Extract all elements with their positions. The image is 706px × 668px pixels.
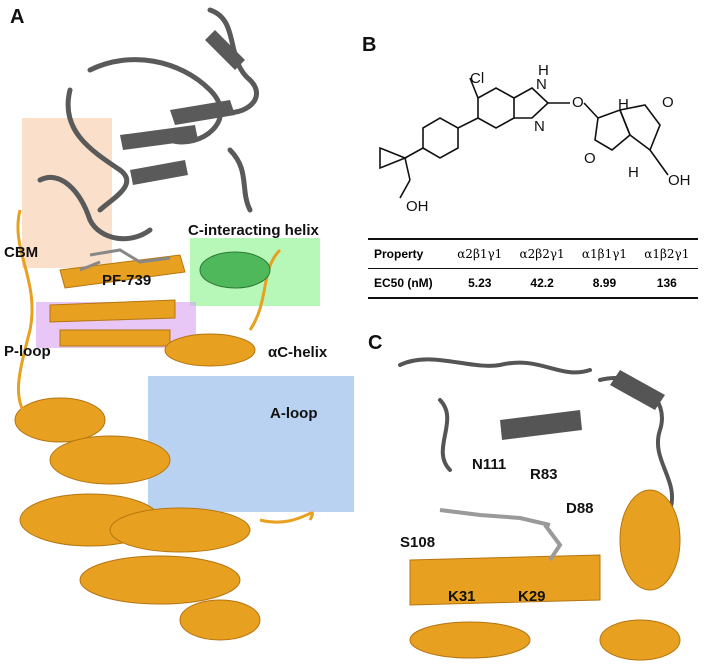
table-row: EC50 (nM) 5.23 42.2 8.99 136: [368, 268, 698, 299]
ring-oxygen-1: O: [662, 94, 674, 111]
table-cell: 42.2: [510, 268, 574, 299]
hydroxyl-1: OH: [668, 172, 691, 189]
ring-oxygen-2: O: [584, 150, 596, 167]
a-loop-label: A-loop: [270, 405, 318, 422]
p-loop-label: P-loop: [4, 343, 51, 360]
table-cell: 8.99: [573, 268, 636, 299]
panel-letter-c: C: [368, 332, 383, 354]
hydroxyl-2: OH: [406, 198, 429, 215]
residue-label-n111: N111: [472, 456, 507, 473]
c-helix-label: C-interacting helix: [188, 222, 319, 239]
table-cell: 136: [635, 268, 698, 299]
table-header-row: Property α2β1γ1 α2β2γ1 α1β1γ1 α1β2γ1: [368, 238, 698, 269]
a-loop-highlight-box: [148, 376, 354, 512]
table-header-cell: α2β2γ1: [510, 238, 574, 269]
nitrogen-2: N: [534, 118, 545, 135]
table-header-cell: Property: [368, 238, 449, 269]
nh-hydrogen: H: [538, 62, 549, 79]
nitrogen-1: N: [536, 76, 547, 93]
panel-letter-a: A: [10, 6, 25, 28]
table-header-cell: α1β1γ1: [573, 238, 636, 269]
panel-a-ribbon-svg: [14, 7, 314, 641]
chlorine-atom: Cl: [470, 70, 485, 87]
table-header-cell: α2β1γ1: [448, 238, 511, 269]
ac-helix-label: αC-helix: [268, 344, 328, 361]
stereo-hydrogen-2: H: [628, 164, 639, 181]
residue-label-d88: D88: [566, 500, 594, 517]
ec50-table: Property α2β1γ1 α2β2γ1 α1β1γ1 α1β2γ1 EC5…: [368, 238, 698, 299]
cbm-label: CBM: [4, 244, 39, 261]
table-cell: 5.23: [448, 268, 511, 299]
residue-label-s108: S108: [400, 534, 436, 551]
stereo-hydrogen-1: H: [618, 96, 629, 113]
table-row-label: EC50 (nM): [368, 268, 449, 299]
residue-label-k29: K29: [518, 588, 546, 605]
table-header-cell: α1β2γ1: [635, 238, 698, 269]
ligand-label: PF-739: [102, 272, 152, 289]
panel-letter-b: B: [362, 34, 377, 56]
residue-label-r83: R83: [530, 466, 558, 483]
cbm-highlight-box: [22, 118, 112, 268]
residue-label-k31: K31: [448, 588, 476, 605]
oxygen-linker: O: [572, 94, 584, 111]
